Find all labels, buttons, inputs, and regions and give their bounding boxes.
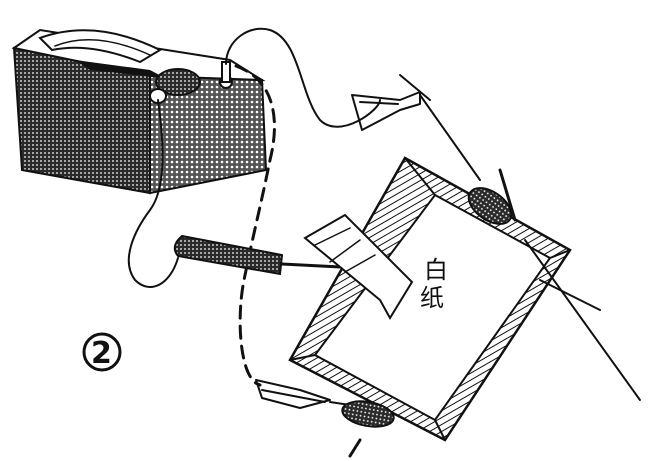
wire-to-probe: [127, 99, 179, 288]
alligator-clip-top: [351, 74, 481, 181]
meter-panel-band: [75, 60, 165, 78]
probe-handle: [173, 234, 284, 276]
coil-top: [467, 168, 641, 401]
wire-to-top-clip: [225, 27, 381, 128]
figure-number-label: 2: [82, 332, 122, 372]
tape-strip: [303, 213, 414, 320]
dashed-wire-to-bottom-clip: [234, 64, 276, 387]
meter-dial-window: [38, 29, 163, 64]
figure-number: 2: [91, 336, 112, 371]
frame-assembly: 白 纸: [288, 156, 572, 442]
selector-knob: [155, 68, 201, 96]
coil-bottom: [341, 400, 395, 458]
paper-text-line2: 纸: [420, 284, 444, 312]
paper-text-line1: 白: [424, 256, 448, 284]
multimeter: [11, 28, 268, 195]
